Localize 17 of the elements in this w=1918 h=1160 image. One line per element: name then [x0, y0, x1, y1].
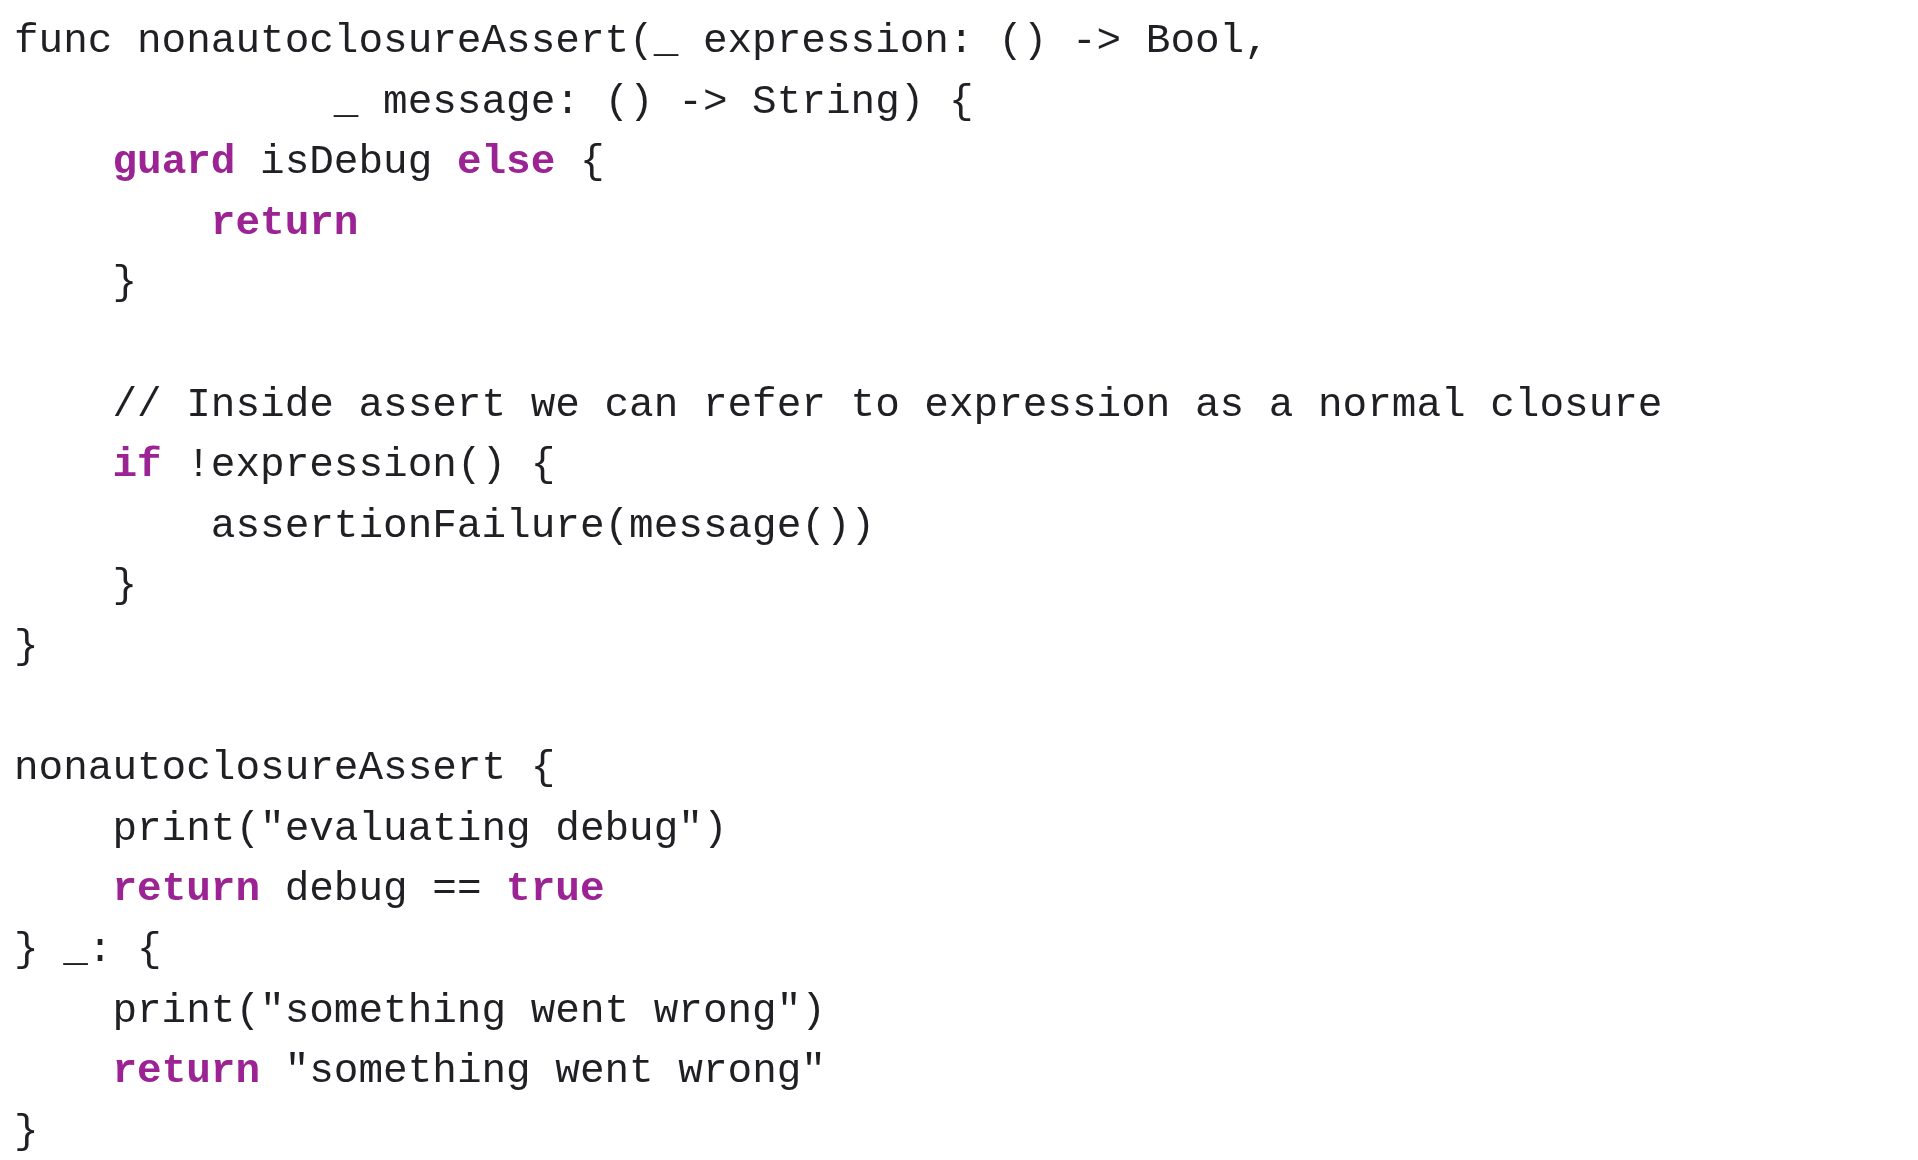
code-line: return debug == true: [111, 865, 605, 915]
code-line: func nonautoclosureAssert(_ expression: () -> Bool,: [14, 17, 1269, 66]
code-line: }: [111, 562, 138, 612]
code-line: return "something went wrong": [111, 1047, 826, 1097]
code-line: }: [14, 623, 39, 672]
code-line: return: [209, 198, 359, 248]
code-line: }: [111, 259, 138, 309]
code-line: print("something went wrong"): [111, 986, 826, 1036]
code-line: // Inside assert we can refer to expression as a normal closure: [111, 380, 1663, 430]
code-line: }: [14, 1107, 39, 1157]
code-line: nonautoclosureAssert {: [14, 744, 556, 794]
code-line: guard isDebug else {: [111, 138, 605, 188]
code-line: _ message: () -> String) {: [332, 77, 974, 127]
code-line: } _: {: [14, 926, 162, 975]
code-line: if !expression() {: [111, 441, 556, 491]
code-line: assertionFailure(message()): [209, 501, 876, 551]
code-line: print("evaluating debug"): [111, 804, 728, 854]
